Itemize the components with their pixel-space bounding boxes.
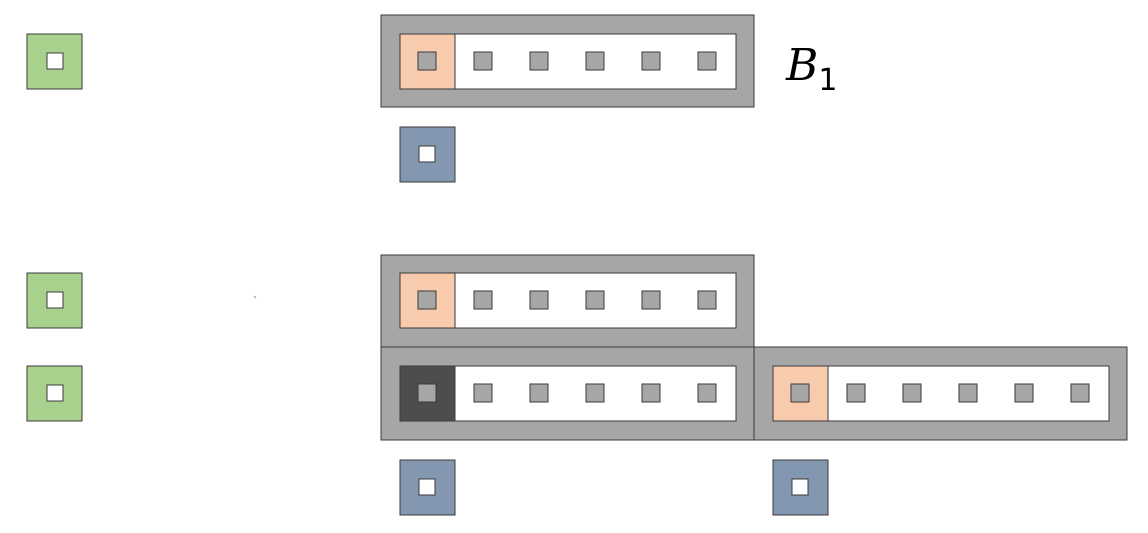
block-lower-top — [380, 254, 755, 348]
green-node-2 — [26, 272, 83, 329]
block-label-subscript: 1 — [818, 63, 837, 98]
blue-node-1 — [399, 126, 456, 183]
block-label: B1 — [785, 40, 837, 98]
block-b1 — [380, 14, 755, 108]
block-lower-bottom-right — [753, 346, 1128, 441]
block-label-main: B — [785, 40, 818, 91]
green-node-1 — [26, 33, 83, 90]
stray-mark — [253, 295, 257, 299]
blue-node-3 — [772, 459, 829, 516]
green-node-3 — [26, 365, 83, 422]
block-lower-bottom-left — [380, 346, 755, 441]
blue-node-2 — [399, 459, 456, 516]
